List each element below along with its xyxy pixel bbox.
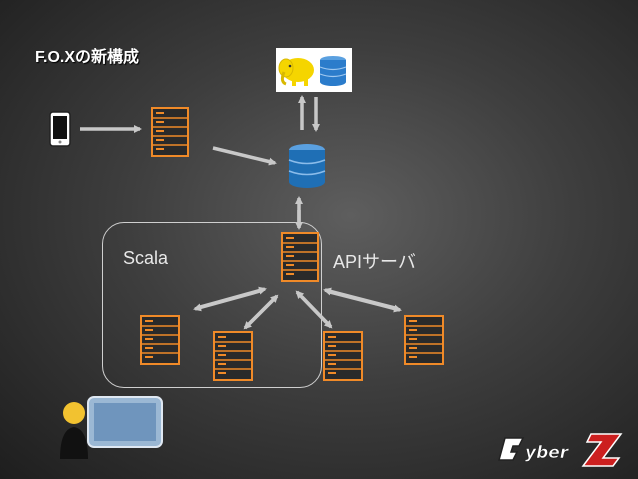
logo-wordmark: yber — [525, 443, 570, 463]
server-icon — [213, 331, 253, 381]
arrow-server-to-db — [212, 146, 277, 166]
hadoop-elephant-icon — [276, 48, 352, 92]
smartphone-icon — [49, 111, 71, 147]
database-icon — [288, 144, 326, 188]
slide-title: F.O.Xの新構成 — [35, 49, 140, 66]
arrow-far-right-server-to-api — [323, 287, 396, 310]
server-icon — [404, 315, 444, 365]
hadoop-database-icon — [319, 56, 347, 86]
user-at-monitor-icon — [60, 396, 163, 459]
server-icon — [151, 107, 189, 157]
server-icon — [323, 331, 363, 381]
arrow-mid-server-to-api — [248, 294, 279, 325]
cyberz-logo: yber — [498, 433, 623, 467]
arrow-left-server-to-api — [199, 286, 267, 309]
scala-group-box — [102, 222, 322, 388]
api-server-label: APIサーバ — [333, 252, 416, 272]
scala-label: Scala — [123, 248, 169, 268]
api-server-icon — [281, 232, 319, 282]
arrow-right-server-to-api — [295, 290, 328, 324]
server-icon — [140, 315, 180, 365]
